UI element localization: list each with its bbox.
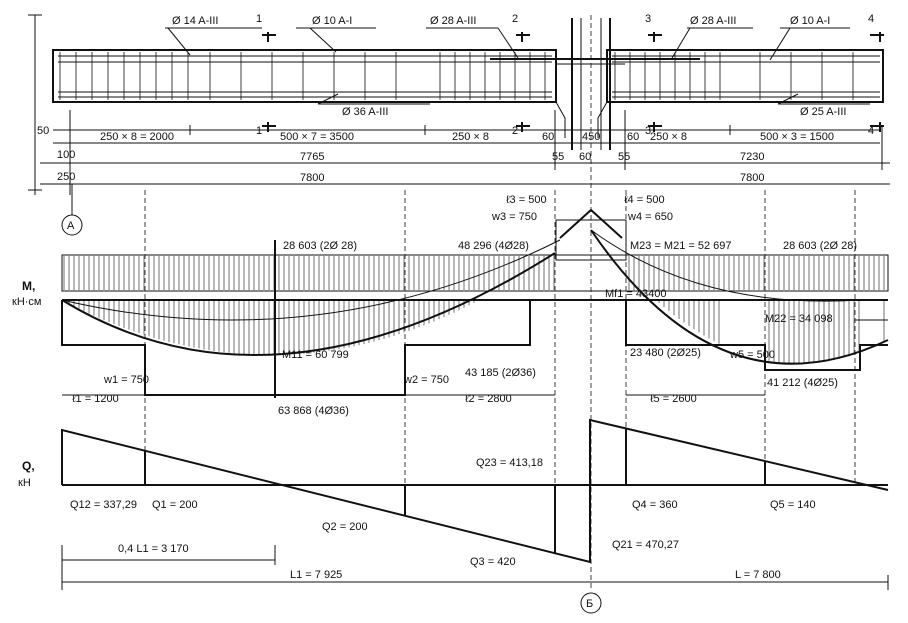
dim-stirrups-5: 500 × 3 = 1500: [760, 131, 834, 143]
label-m22: M22 = 34 098: [765, 313, 833, 325]
label-rebar-bottom-right: Ø 25 A-III: [800, 106, 846, 118]
left-span-outline: [52, 49, 557, 103]
section-mark-4: 4: [868, 13, 874, 25]
dim-7765: 7765: [300, 151, 324, 163]
label-rebar-mid-left: Ø 10 A-I: [312, 15, 352, 27]
dim-60-right: 60: [627, 131, 639, 143]
dim-stirrups-1: 250 × 8 = 2000: [100, 131, 174, 143]
label-cap-41212: 41 212 (4Ø25): [767, 377, 838, 389]
label-q12: Q12 = 337,29: [70, 499, 137, 511]
shear-axis-label: Q,: [22, 459, 35, 473]
dim-stirrups-3: 250 × 8: [452, 131, 489, 143]
beam-elevation: Ø 14 A-III Ø 10 A-I Ø 28 A-III Ø 28 A-II…: [28, 13, 890, 614]
label-q2: Q2 = 200: [322, 521, 368, 533]
label-q3: Q3 = 420: [470, 556, 516, 568]
section-mark-2: 2: [512, 13, 518, 25]
label-cap-support-left: 48 296 (4Ø28): [458, 240, 529, 252]
label-rebar-top-left: Ø 14 A-III: [172, 15, 218, 27]
section-mark-3b: 3: [645, 125, 651, 137]
label-m11: M11 = 60 799: [282, 349, 349, 361]
label-w3: w3 = 750: [491, 211, 537, 223]
label-w4: w4 = 650: [627, 211, 673, 223]
dim-60-col: 60: [579, 151, 591, 163]
dim-450: 450: [582, 131, 600, 143]
dim-55-left: 55: [552, 151, 564, 163]
label-mf1: Mf1 = 43400: [605, 288, 666, 300]
capacity-band-bottom: [63, 300, 885, 364]
dim-100: 100: [57, 149, 75, 161]
label-L: L = 7 800: [735, 569, 781, 581]
label-q5: Q5 = 140: [770, 499, 816, 511]
label-w5: w5 = 500: [729, 349, 775, 361]
label-04L1: 0,4 L1 = 3 170: [118, 543, 189, 555]
moment-diagram: M, кН·см ℓ3 = 500 ℓ4 = 500 w3 = 750 w4 =: [12, 190, 889, 545]
label-l3: ℓ3 = 500: [506, 194, 547, 206]
label-q1: Q1 = 200: [152, 499, 198, 511]
dim-stirrups-2: 500 × 7 = 3500: [280, 131, 354, 143]
label-l1: ℓ1 = 1200: [72, 393, 119, 405]
stirrups-left: [59, 52, 546, 100]
label-rebar-mid-right: Ø 10 A-I: [790, 15, 830, 27]
moment-curve-right: [590, 229, 889, 365]
label-cap-63868: 63 868 (4Ø36): [278, 405, 349, 417]
label-cap-43185: 43 185 (2Ø36): [465, 367, 536, 379]
label-rebar-support-right: Ø 28 A-III: [690, 15, 736, 27]
dim-7800-right: 7800: [740, 172, 764, 184]
moment-curve-left: [61, 252, 556, 357]
dim-stirrups-4: 250 × 8: [650, 131, 687, 143]
capacity-band-top: [63, 256, 885, 290]
axis-b-label: Б: [586, 598, 593, 610]
section-mark-3: 3: [645, 13, 651, 25]
shear-axis-unit: кН: [18, 477, 31, 489]
label-q4: Q4 = 360: [632, 499, 678, 511]
dim-7800-left: 7800: [300, 172, 324, 184]
stirrups-right: [614, 52, 854, 100]
moment-envelope-right: [590, 229, 861, 302]
dim-7230: 7230: [740, 151, 764, 163]
label-cap-left: 28 603 (2Ø 28): [283, 240, 357, 252]
label-rebar-bottom-left: Ø 36 A-III: [342, 106, 388, 118]
label-q23: Q23 = 413,18: [476, 457, 543, 469]
shear-diagram: Q, кН Q23 = 413,18 Q12 = 337,29 Q1 = 200…: [18, 418, 889, 590]
label-l2: ℓ2 = 2800: [465, 393, 512, 405]
dim-55-right: 55: [618, 151, 630, 163]
section-mark-2b: 2: [512, 125, 518, 137]
right-span-outline: [606, 49, 884, 103]
label-cap-right: 28 603 (2Ø 28): [783, 240, 857, 252]
moment-axis-label: M,: [22, 279, 35, 293]
label-rebar-support-left: Ø 28 A-III: [430, 15, 476, 27]
dim-50: 50: [37, 125, 49, 137]
section-mark-1: 1: [256, 13, 262, 25]
label-l4: ℓ4 = 500: [624, 194, 665, 206]
label-l5: ℓ5 = 2600: [650, 393, 697, 405]
label-w1: w1 = 750: [103, 374, 149, 386]
label-cap-23480: 23 480 (2Ø25): [630, 347, 701, 359]
label-w2: w2 = 750: [403, 374, 449, 386]
dim-60-left: 60: [542, 131, 554, 143]
label-q21: Q21 = 470,27: [612, 539, 679, 551]
axis-a-label: А: [67, 220, 75, 232]
section-mark-1b: 1: [256, 125, 262, 137]
dim-250: 250: [57, 171, 75, 183]
section-mark-4b: 4: [868, 125, 874, 137]
moment-envelope-left: [61, 239, 561, 321]
moment-axis-unit: кН·см: [12, 296, 41, 308]
label-m23: M23 = M21 = 52 697: [630, 240, 732, 252]
label-L1: L1 = 7 925: [290, 569, 342, 581]
